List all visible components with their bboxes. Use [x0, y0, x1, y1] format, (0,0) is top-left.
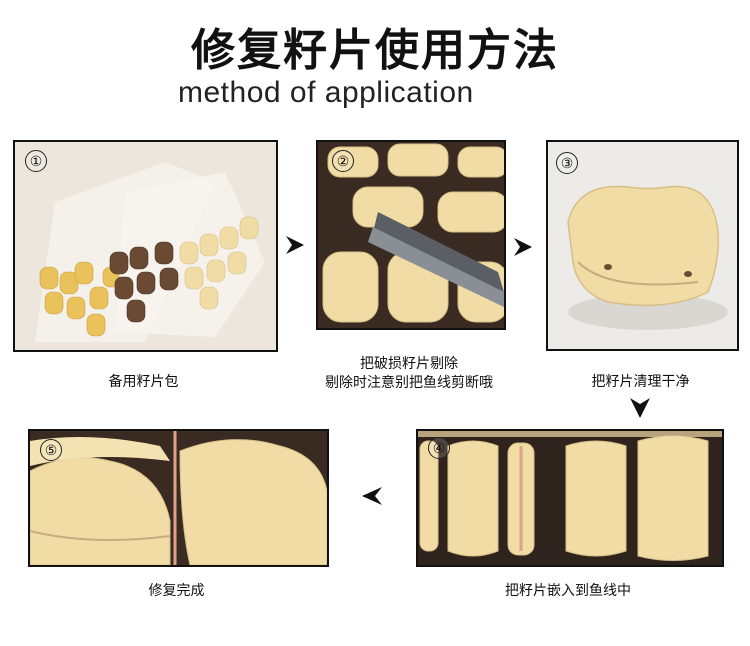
arrow-right-icon — [514, 238, 532, 256]
step-4-caption: 把籽片嵌入到鱼线中 — [416, 582, 720, 601]
step-5-number: ⑤ — [40, 439, 62, 461]
step-1-caption: 备用籽片包 — [13, 373, 274, 392]
arrow-left-icon — [362, 487, 382, 505]
step-1-photo: ① — [13, 140, 278, 352]
step-3-caption-line-1: 把籽片清理干净 — [591, 374, 690, 390]
step-2-photo: ② — [316, 140, 506, 330]
page-subtitle: method of application — [178, 76, 474, 109]
step-3-number: ③ — [556, 152, 578, 174]
step-4-caption-line-1: 把籽片嵌入到鱼线中 — [505, 583, 631, 599]
step-5-photo: ⑤ — [28, 429, 329, 567]
step-3-photo: ③ — [546, 140, 739, 351]
step-1-caption-line-1: 备用籽片包 — [108, 374, 179, 390]
step-5-caption-line-1: 修复完成 — [148, 583, 205, 599]
step-4-number: ④ — [428, 437, 450, 459]
cleaned-piece-illustration — [548, 142, 737, 349]
step-2-caption-line-2: 剔除时注意别把鱼线剪断哦 — [325, 375, 493, 391]
remove-broken-piece-illustration — [318, 142, 504, 328]
step-2-caption: 把破损籽片剔除 剔除时注意别把鱼线剪断哦 — [296, 355, 522, 393]
arrow-right-icon — [286, 236, 304, 254]
repair-complete-illustration — [30, 431, 327, 565]
embed-piece-illustration — [418, 431, 722, 565]
step-2-caption-line-1: 把破损籽片剔除 — [360, 356, 458, 372]
step-5-caption: 修复完成 — [28, 582, 325, 601]
spare-pieces-bag-illustration — [15, 142, 276, 350]
step-2-number: ② — [332, 150, 354, 172]
step-1-number: ① — [25, 150, 47, 172]
page-title: 修复籽片使用方法 — [191, 25, 559, 76]
arrow-down-icon — [630, 398, 650, 418]
step-4-photo: ④ — [416, 429, 724, 567]
step-3-caption: 把籽片清理干净 — [546, 373, 735, 392]
